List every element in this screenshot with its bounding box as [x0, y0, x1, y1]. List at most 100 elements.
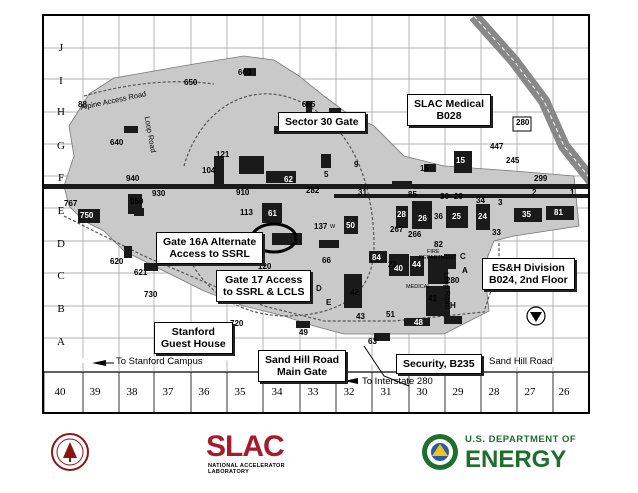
- building-44: 44: [412, 260, 421, 269]
- building-61: 61: [268, 209, 277, 218]
- linac: [44, 184, 588, 189]
- building-33: 33: [492, 228, 501, 237]
- col-label-30: 30: [416, 386, 428, 398]
- building-62: 62: [284, 175, 293, 184]
- row-label-e: E: [57, 205, 65, 217]
- col-label-38: 38: [126, 386, 138, 398]
- building-e: E: [326, 298, 332, 307]
- doe-energy-wordmark: ENERGY: [465, 446, 567, 473]
- slac-logo: SLAC NATIONAL ACCELERATOR LABORATORY: [206, 430, 316, 475]
- building-30: 30: [440, 192, 449, 201]
- building-51: 51: [386, 310, 395, 319]
- col-label-32: 32: [343, 386, 355, 398]
- arrow-to-interstate: [344, 378, 358, 384]
- medical-label: MEDICAL: [406, 284, 431, 290]
- building-5: 5: [324, 170, 329, 179]
- building-950: 950: [130, 197, 144, 206]
- interstate-route: [363, 345, 410, 387]
- building-660: 660: [238, 68, 252, 77]
- campus-map: Alpine Access Road Loop Road Loop Road T…: [42, 14, 590, 414]
- building-42: 42: [350, 288, 359, 297]
- building-82: 82: [434, 240, 443, 249]
- building-137: 137: [314, 222, 328, 231]
- building-299: 299: [534, 174, 548, 183]
- building-245: 245: [506, 156, 520, 165]
- slac-wordmark: SLAC: [206, 430, 285, 463]
- col-label-33: 33: [307, 386, 319, 398]
- row-label-d: D: [57, 238, 65, 250]
- building-685: 685: [302, 100, 316, 109]
- row-label-j: J: [58, 42, 64, 54]
- building-3: 3: [498, 198, 503, 207]
- building-d: D: [316, 284, 322, 293]
- building-650: 650: [184, 78, 198, 87]
- row-label-h: H: [57, 106, 65, 118]
- row-label-b: B: [57, 303, 65, 315]
- building-a: A: [462, 266, 468, 275]
- slac-subtitle: NATIONAL ACCELERATOR LABORATORY: [208, 463, 285, 475]
- col-label-27: 27: [524, 386, 536, 398]
- row-label-g: G: [57, 140, 65, 152]
- col-label-26: 26: [558, 386, 570, 398]
- row-label-i: I: [59, 75, 63, 87]
- doe-title: U.S. DEPARTMENT OF: [465, 434, 577, 445]
- building-120: 120: [258, 262, 272, 271]
- building-23: 23: [388, 260, 397, 269]
- map-canvas: [44, 16, 588, 412]
- building-88: 88: [78, 100, 87, 109]
- building-84: 84: [372, 253, 381, 262]
- building-621: 621: [134, 268, 148, 277]
- highway-280-shield: [512, 116, 532, 132]
- col-label-31: 31: [380, 386, 392, 398]
- building-104: 104: [202, 166, 216, 175]
- building-9: 9: [354, 160, 359, 169]
- loop-road: [183, 93, 375, 317]
- alpine-road: [83, 81, 215, 97]
- building-15: 15: [456, 156, 465, 165]
- building-43: 43: [356, 312, 365, 321]
- building-85: 85: [408, 190, 417, 199]
- building-767: 767: [64, 199, 78, 208]
- building-footprints: [78, 68, 574, 341]
- building-113: 113: [240, 208, 253, 217]
- row-label-a: A: [57, 336, 65, 348]
- building-640: 640: [110, 138, 124, 147]
- building-930: 930: [152, 189, 166, 198]
- col-label-35: 35: [234, 386, 246, 398]
- building-34: 34: [476, 196, 485, 205]
- col-label-34: 34: [271, 386, 283, 398]
- building-49: 49: [299, 328, 308, 337]
- building-620: 620: [110, 257, 124, 266]
- callout-sector30-gate: Sector 30 Gate: [278, 112, 366, 132]
- doe-seal-logo: [422, 434, 458, 470]
- building-c: C: [460, 252, 466, 261]
- building-35: 35: [522, 210, 531, 219]
- building-29: 29: [454, 192, 463, 201]
- building-267: 267: [390, 225, 404, 234]
- building-280: 280: [446, 276, 460, 285]
- building-31: 31: [358, 188, 367, 197]
- building-720: 720: [230, 319, 244, 328]
- sand-hill-road-label: Sand Hill Road: [489, 356, 553, 367]
- building-121: 121: [216, 150, 230, 159]
- building-16: 16: [420, 164, 429, 173]
- building-50: 50: [346, 221, 355, 230]
- building-w: W: [330, 224, 336, 230]
- building-h: H: [450, 301, 456, 310]
- building-25: 25: [452, 212, 461, 221]
- building-63: 63: [368, 337, 377, 346]
- col-label-39: 39: [89, 386, 101, 398]
- to-stanford-label: To Stanford Campus: [116, 356, 203, 367]
- building-40: 40: [394, 264, 403, 273]
- building-66: 66: [322, 256, 331, 265]
- building-730: 730: [144, 290, 158, 299]
- building-266: 266: [408, 230, 422, 239]
- stanford-seal-logo: [51, 433, 89, 471]
- col-label-37: 37: [162, 386, 174, 398]
- to-interstate-label: To Interstate 280: [362, 376, 433, 387]
- building-940: 940: [126, 174, 140, 183]
